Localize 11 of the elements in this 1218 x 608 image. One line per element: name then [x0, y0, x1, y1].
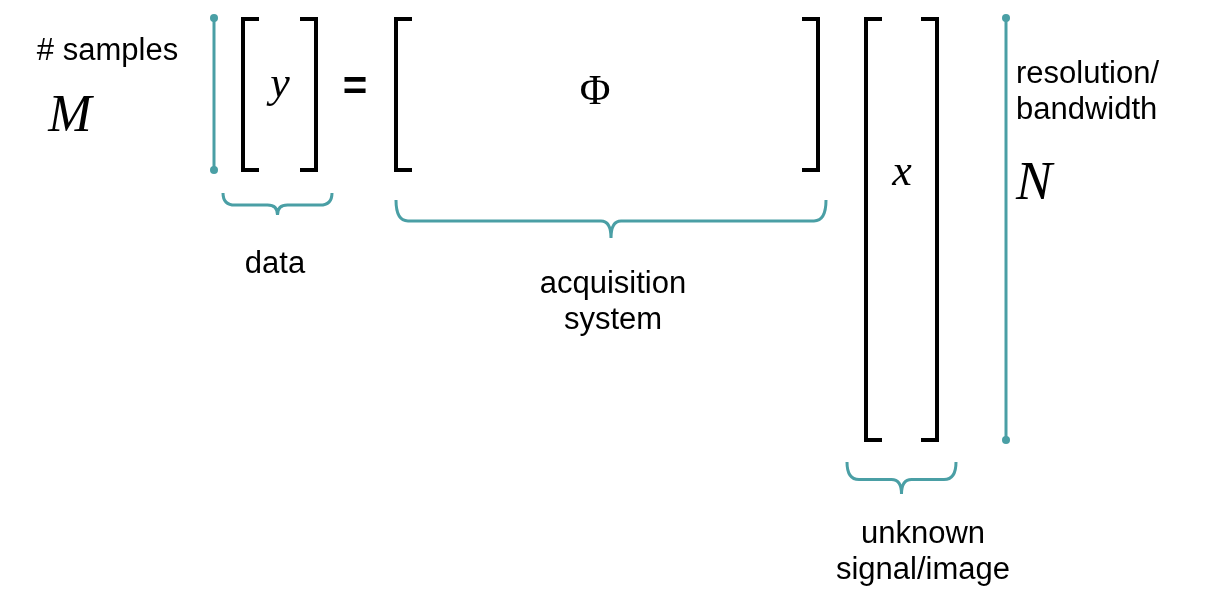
math-symbol: y [250, 58, 310, 109]
math-symbol: N [1016, 150, 1056, 213]
math-symbol: Φ [578, 66, 612, 115]
caption-text: data [243, 245, 307, 281]
caption-text: acquisition system [538, 265, 688, 337]
math-symbol: x [891, 146, 913, 197]
math-symbol: M [46, 84, 95, 144]
axis-label: resolution/ bandwidth [1016, 55, 1161, 127]
caption-text: unknown signal/image [834, 515, 1011, 587]
axis-label: # samples [35, 32, 180, 68]
equals-sign: = [341, 62, 369, 111]
